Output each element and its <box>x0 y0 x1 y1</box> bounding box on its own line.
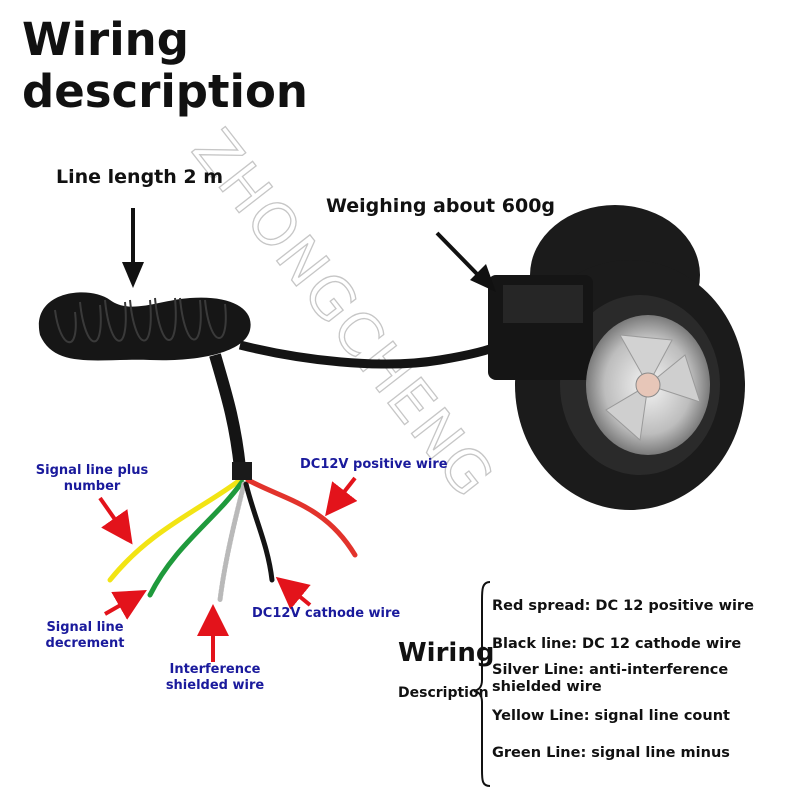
coiled-cable <box>38 292 503 469</box>
legend-item-yellow: Yellow Line: signal line count <box>492 708 730 724</box>
black-arrows <box>122 208 496 292</box>
page-title-line2: description <box>22 65 308 118</box>
label-positive-wire: DC12V positive wire <box>300 457 448 472</box>
weight-callout: Weighing about 600g <box>326 195 556 217</box>
page-title: Wiring description <box>22 14 308 118</box>
encoder-device <box>488 205 745 510</box>
legend-item-green: Green Line: signal line minus <box>492 745 730 761</box>
legend-brace <box>473 581 491 787</box>
legend-item-silver: Silver Line: anti-interference shielded … <box>492 662 729 695</box>
legend-heading: Wiring <box>398 638 495 668</box>
wires <box>107 462 358 603</box>
label-signal-decrement: Signal line decrement <box>45 620 125 651</box>
label-shielded-wire: Interference shielded wire <box>165 662 265 693</box>
label-cathode-wire: DC12V cathode wire <box>252 606 401 621</box>
line-length-callout: Line length 2 m <box>56 166 224 188</box>
label-signal-plus: Signal line plus number <box>35 463 149 494</box>
legend-subheading: Description <box>398 685 489 701</box>
page-title-line1: Wiring <box>22 13 189 66</box>
legend-item-black: Black line: DC 12 cathode wire <box>492 636 742 652</box>
red-arrows <box>98 476 358 662</box>
legend-item-red: Red spread: DC 12 positive wire <box>492 598 754 614</box>
